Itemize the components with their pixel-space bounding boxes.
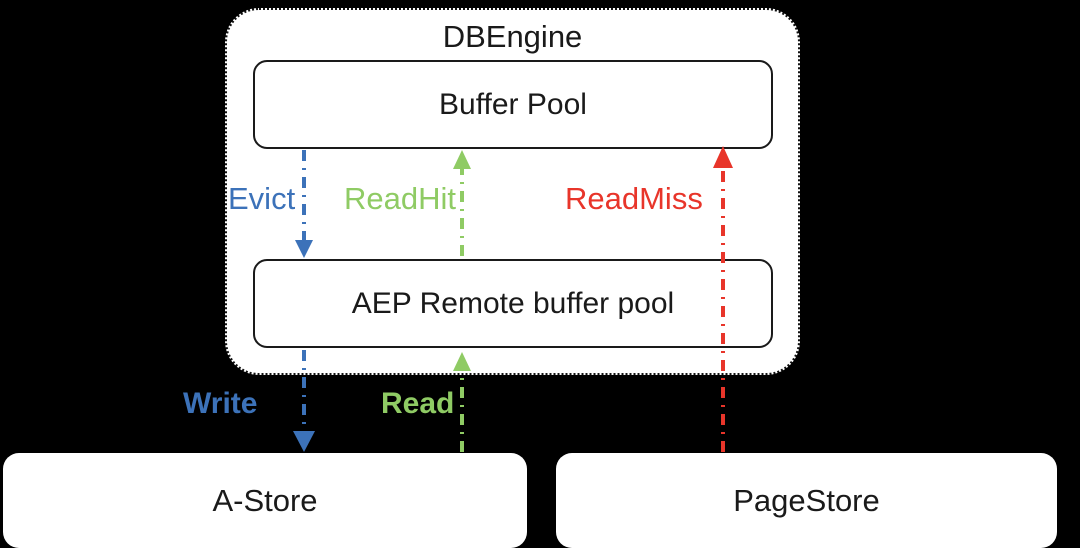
a-store-label: A-Store [212,482,318,518]
buffer-pool-box: Buffer Pool [253,60,773,149]
arrow-label-read: Read [381,387,455,420]
aep-remote-buffer-pool-label: AEP Remote buffer pool [351,286,675,320]
arrow-label-evict: Evict [228,181,296,216]
arrow-label-write: Write [183,387,258,420]
arrow-label-readmiss: ReadMiss [565,181,703,216]
dbengine-title: DBEngine [442,19,583,54]
aep-remote-buffer-pool-box: AEP Remote buffer pool [253,259,773,348]
arrow-label-readhit: ReadHit [344,181,456,216]
pagestore-box: PageStore [556,453,1057,548]
pagestore-label: PageStore [733,482,880,518]
a-store-box: A-Store [3,453,527,548]
buffer-pool-label: Buffer Pool [439,87,587,121]
